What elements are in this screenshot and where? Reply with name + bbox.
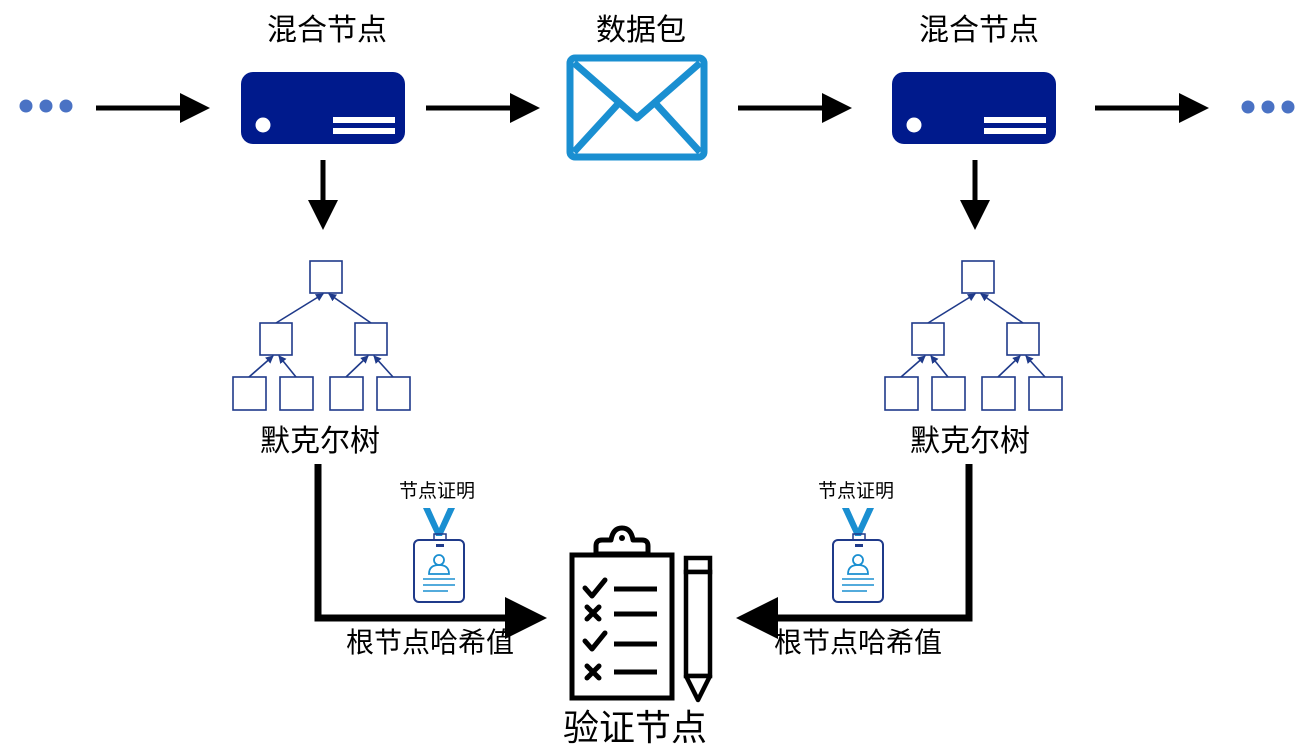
root-hash-left-label: 根节点哈希值 bbox=[346, 626, 514, 659]
merkle-tree-icon bbox=[885, 261, 1062, 410]
root-hash-arrow-right bbox=[736, 464, 973, 639]
node-proof-right-label: 节点证明 bbox=[818, 480, 894, 502]
merkle-tree-left-label: 默克尔树 bbox=[260, 424, 380, 459]
ellipsis-icon bbox=[19, 99, 73, 113]
server-icon bbox=[892, 72, 1056, 144]
id-badge-icon bbox=[413, 507, 465, 603]
merkle-tree-right-label: 默克尔树 bbox=[910, 424, 1030, 459]
packet-label: 数据包 bbox=[596, 13, 686, 48]
mix-node-right-label: 混合节点 bbox=[919, 13, 1039, 48]
merkle-tree-icon bbox=[233, 261, 410, 410]
root-hash-arrow-left bbox=[314, 464, 547, 639]
clipboard-checklist-icon bbox=[569, 525, 675, 701]
verifier-node-label: 验证节点 bbox=[563, 708, 707, 749]
mix-node-left-label: 混合节点 bbox=[267, 13, 387, 48]
server-icon bbox=[241, 72, 405, 144]
pencil-icon bbox=[683, 555, 713, 703]
root-hash-right-label: 根节点哈希值 bbox=[774, 626, 942, 659]
node-proof-left-label: 节点证明 bbox=[399, 480, 475, 502]
id-badge-icon bbox=[832, 507, 884, 603]
envelope-icon bbox=[566, 54, 708, 161]
ellipsis-icon bbox=[1241, 100, 1295, 114]
